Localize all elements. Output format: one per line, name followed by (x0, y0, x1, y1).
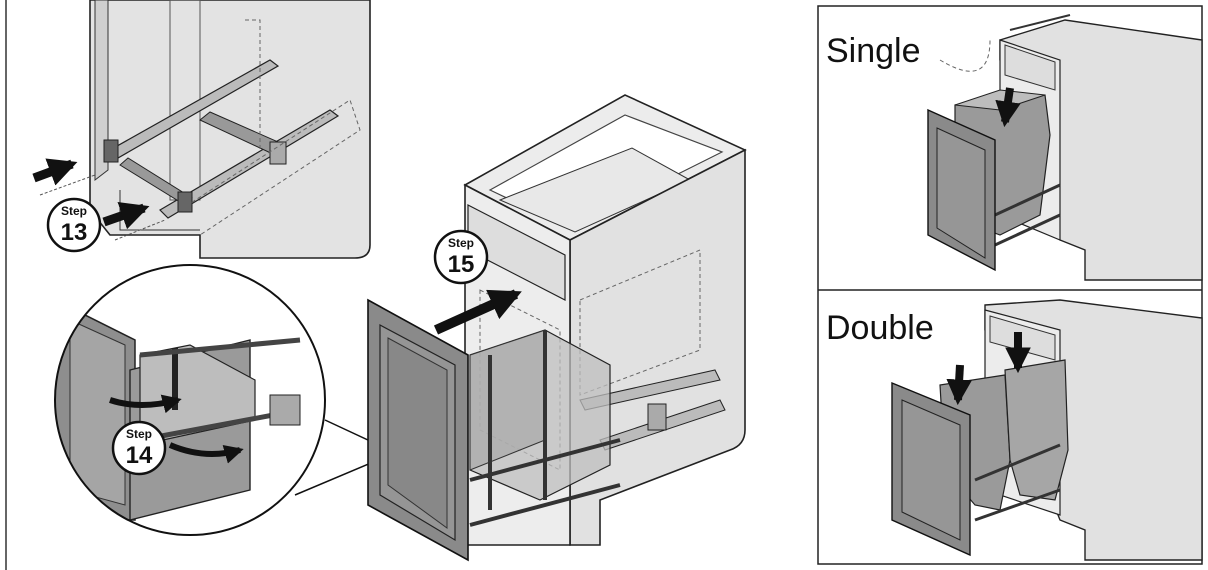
single-label: Single (826, 32, 921, 70)
single-bin-arrow (995, 87, 1021, 128)
step14-arrow-upper (109, 394, 182, 414)
double-label: Double (826, 309, 934, 347)
step15-number: 15 (448, 251, 475, 278)
step14-number: 14 (126, 442, 153, 469)
single-bin-illustration (927, 14, 1203, 281)
step14-word: Step (126, 427, 152, 441)
step14-arrow-lower (168, 442, 244, 464)
step15-cabinet (367, 94, 747, 562)
step13-number: 13 (61, 219, 88, 246)
step15-arrow (433, 289, 522, 335)
step13-cabinet (39, 0, 371, 259)
step14-magnifier (54, 264, 401, 536)
step13-arrow-upper (32, 158, 78, 186)
double-bin-illustration (891, 299, 1203, 561)
step15-word: Step (448, 236, 474, 250)
step13-word: Step (61, 204, 87, 218)
step14-badge: Step 14 (111, 420, 167, 476)
step13-arrow-lower (102, 202, 150, 230)
double-bin-arrow-left (946, 364, 972, 406)
step13-badge: Step 13 (46, 197, 102, 253)
step15-badge: Step 15 (433, 229, 489, 285)
